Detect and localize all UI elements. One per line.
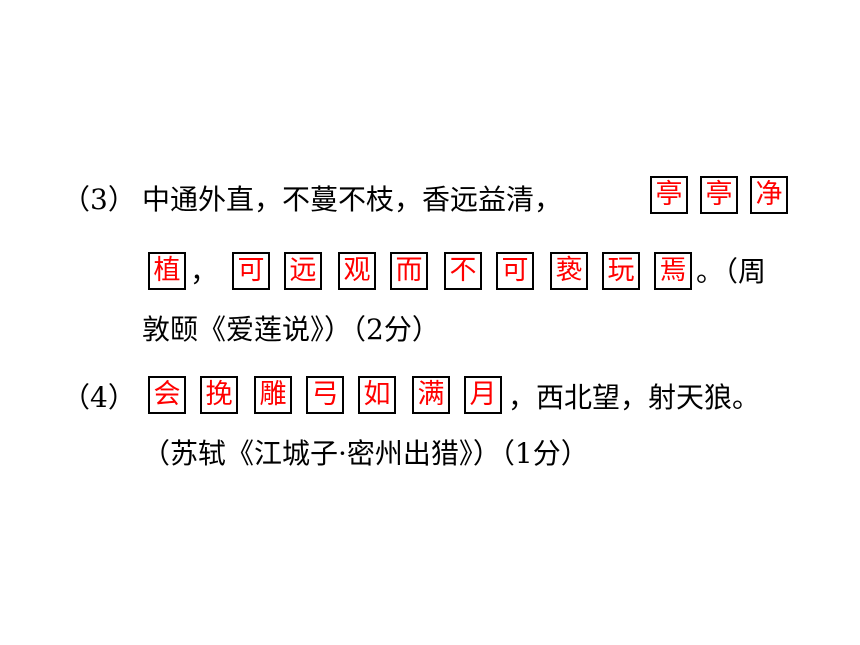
answer-box[interactable]: 而 [390,252,428,290]
answer-box[interactable]: 会 [148,376,186,414]
q3-comma: ， [190,255,219,288]
answer-box[interactable]: 可 [232,252,270,290]
q3-after-answer: 。（周 [696,255,767,288]
answer-box[interactable]: 雕 [254,376,292,414]
q4-after-answer: ，西北望，射天狼。 [508,381,761,414]
answer-box[interactable]: 满 [412,376,450,414]
answer-box[interactable]: 亭 [700,176,738,214]
q3-line1-text: 中通外直，不蔓不枝，香远益清， [142,183,563,216]
answer-box[interactable]: 玩 [602,252,640,290]
answer-box[interactable]: 植 [148,252,186,290]
answer-box[interactable]: 如 [358,376,396,414]
answer-box[interactable]: 亭 [650,176,688,214]
answer-box[interactable]: 挽 [200,376,238,414]
answer-box[interactable]: 亵 [550,252,588,290]
answer-box[interactable]: 可 [496,252,534,290]
answer-box[interactable]: 远 [284,252,322,290]
q4-number: （4） [62,381,136,414]
answer-box[interactable]: 净 [750,176,788,214]
answer-box[interactable]: 观 [338,252,376,290]
q4-source-line: （苏轼《江城子·密州出猎》）（1分） [142,437,589,470]
answer-box[interactable]: 弓 [306,376,344,414]
answer-box[interactable]: 不 [444,252,482,290]
answer-box[interactable]: 焉 [654,252,692,290]
q3-source-line: 敦颐《爱莲说》）（2分） [142,313,440,346]
answer-box[interactable]: 月 [464,376,502,414]
q3-number: （3） [62,183,136,216]
